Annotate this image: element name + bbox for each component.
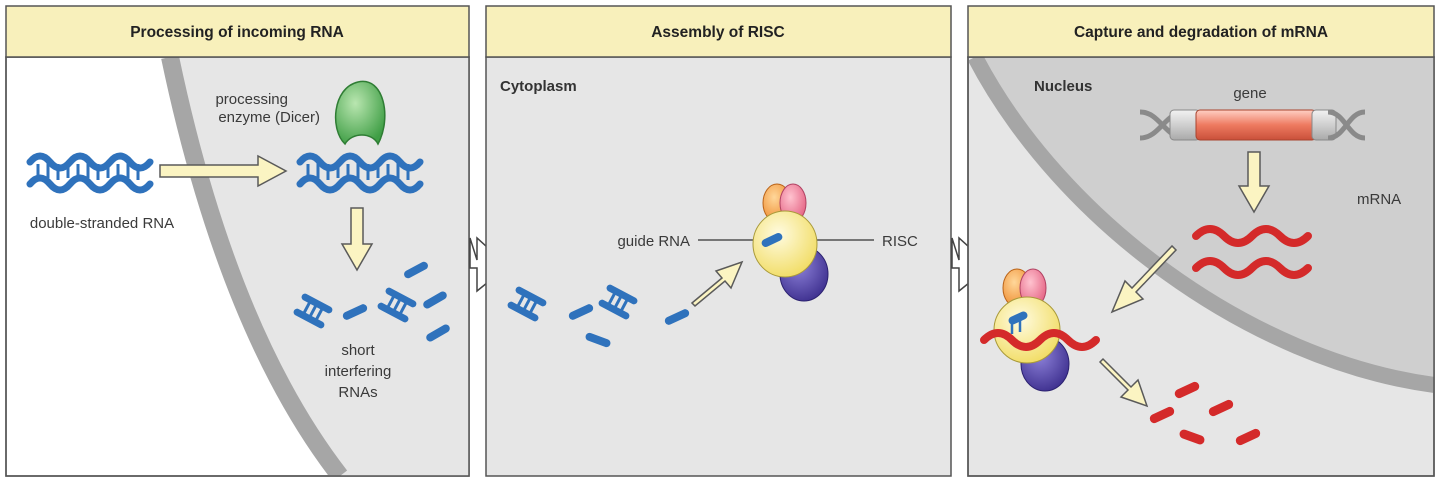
- mrna-fragment: [1179, 429, 1205, 445]
- arrow-mrna-to-risc: [1110, 244, 1178, 314]
- panel-mrna-degradation: Capture and degradation of mRNA Nucleus …: [967, 5, 1435, 477]
- captured-mrna: [980, 329, 1100, 351]
- risc-guide-rna: [761, 233, 783, 247]
- risc-complex: [752, 183, 829, 302]
- dicer-label-line2: enzyme (Dicer): [218, 109, 320, 126]
- panel-2-header: [485, 5, 952, 58]
- sirna-duplex: [377, 287, 417, 323]
- sirna-strand: [568, 304, 594, 320]
- risc-guide-rna: [1008, 311, 1028, 325]
- sirna-strand: [342, 304, 368, 320]
- panel-2-title: Assembly of RISC: [651, 24, 785, 41]
- nuclear-envelope: [968, 57, 1434, 393]
- dsrna-at-dicer: [296, 152, 424, 194]
- cytoplasm-label: Cytoplasm: [500, 78, 577, 95]
- mrna-label: mRNA: [1357, 191, 1401, 208]
- panel-processing: Processing of incoming RNA double-strand…: [5, 5, 470, 477]
- mrna-fragment: [1174, 381, 1200, 399]
- sirna-strand: [426, 324, 450, 342]
- short-interfering-rnas: [293, 261, 450, 342]
- mrna-strands: [1192, 225, 1312, 279]
- sirna-duplex: [293, 293, 333, 329]
- sirna-label-line2: interfering: [325, 363, 392, 380]
- arrow-to-risc: [690, 260, 744, 308]
- sirna-strand: [423, 291, 447, 309]
- sirna-label-line3: RNAs: [338, 384, 377, 401]
- gene-dna: [1139, 109, 1366, 141]
- sirna-duplex: [507, 286, 547, 322]
- gene-segment: [1195, 109, 1317, 141]
- mrna-fragment: [1149, 406, 1175, 424]
- gene-label: gene: [1233, 85, 1266, 102]
- guide-rna-label: guide RNA: [617, 233, 690, 250]
- sirna-strand: [664, 309, 690, 325]
- mrna-fragments: [1149, 381, 1261, 446]
- panel-1-header: [5, 5, 470, 58]
- nucleus-label: Nucleus: [1034, 78, 1092, 95]
- panel-risc-assembly: Assembly of RISC Cytoplasm guide RNA RIS…: [485, 5, 952, 477]
- mrna-fragment: [1208, 399, 1234, 417]
- dicer-label-line1: processing: [215, 91, 288, 108]
- risc-label: RISC: [882, 233, 918, 250]
- arrow-down-to-sirna: [340, 207, 374, 272]
- panel-2-body: [485, 56, 952, 477]
- arrow-to-degradation: [1098, 357, 1149, 408]
- sirnas-cytoplasm: [507, 284, 690, 348]
- risc-yellow-body: [752, 210, 818, 278]
- arrow-gene-to-mrna: [1237, 151, 1271, 214]
- mrna-fragment: [1235, 428, 1261, 446]
- sirna-strand: [585, 332, 611, 348]
- double-stranded-rna-label: double-stranded RNA: [30, 215, 174, 232]
- dicer-enzyme: [334, 80, 386, 146]
- panel-3-title: Capture and degradation of mRNA: [1074, 24, 1328, 41]
- sirna-label-line1: short: [341, 342, 375, 359]
- panel-3-header: [967, 5, 1435, 58]
- double-stranded-rna: [26, 152, 154, 194]
- arrow-to-dicer: [159, 154, 288, 188]
- sirna-strand: [404, 261, 428, 279]
- risc-bound-mrna: [980, 268, 1100, 392]
- cell-membrane-edge: [161, 57, 348, 476]
- sirna-duplex: [598, 284, 638, 320]
- panel-1-title: Processing of incoming RNA: [130, 24, 344, 41]
- cell-membrane: [170, 57, 469, 476]
